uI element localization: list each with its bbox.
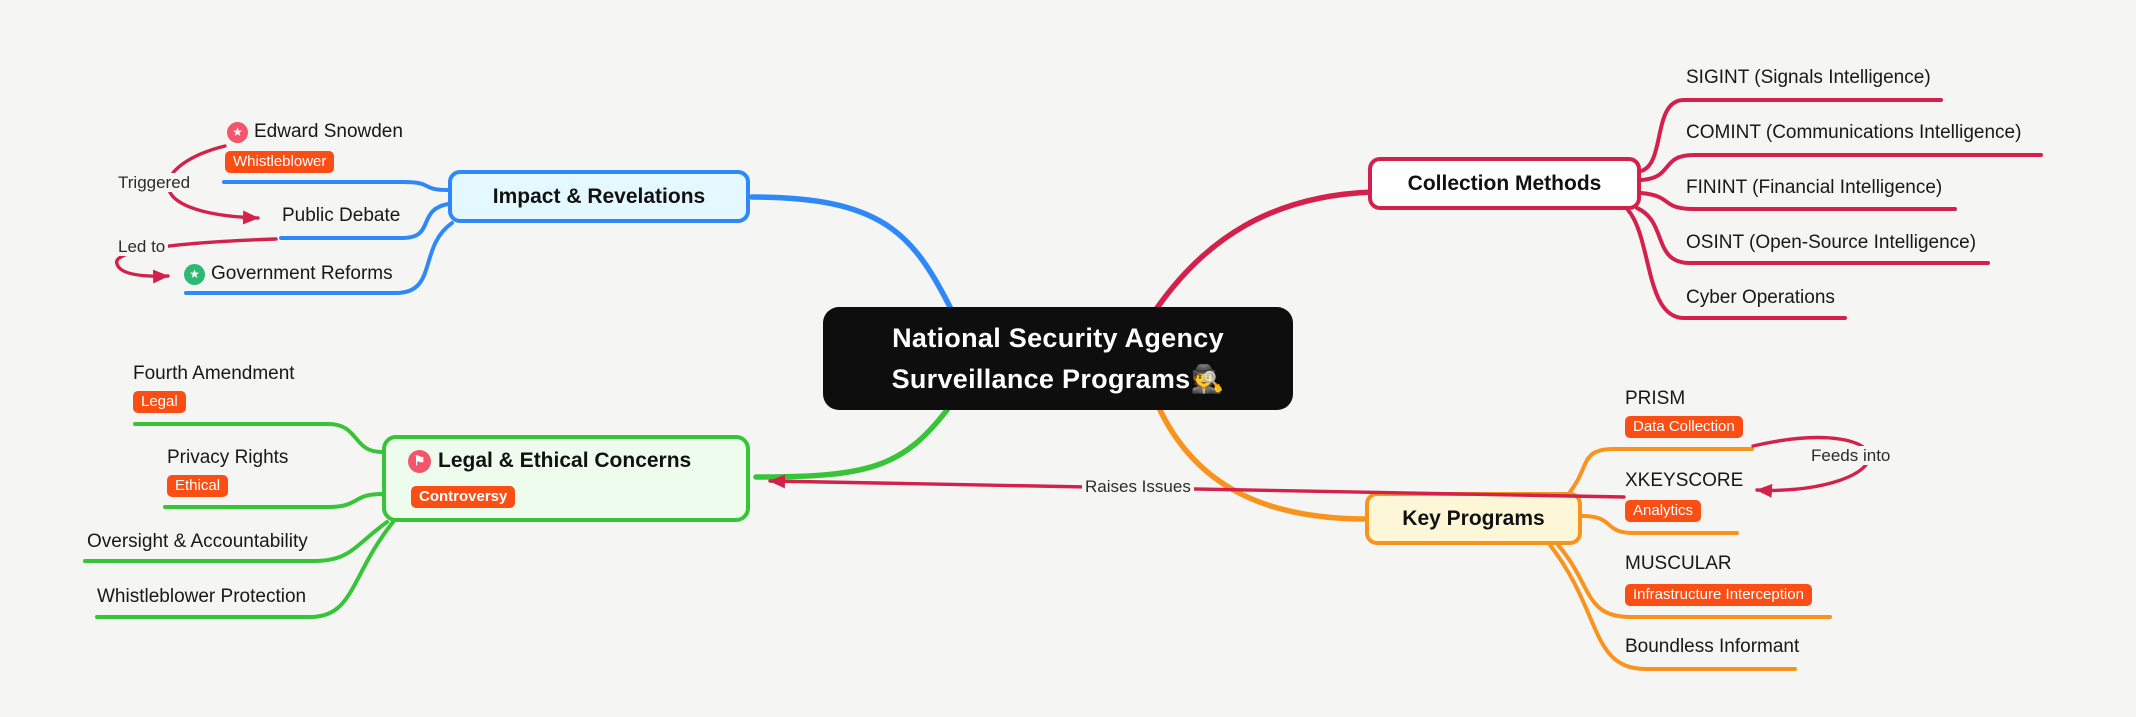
- central-topic-line1: National Security Agency: [892, 322, 1224, 353]
- flag-icon: ⚑: [408, 449, 431, 473]
- child-government-reforms[interactable]: ★ Government Reforms: [184, 263, 393, 285]
- child-public-debate[interactable]: Public Debate: [282, 205, 401, 226]
- node-collection-title: Collection Methods: [1407, 171, 1602, 195]
- child-edward-snowden[interactable]: ★ Edward Snowden: [227, 121, 403, 143]
- child-finint[interactable]: FININT (Financial Intelligence): [1686, 177, 1943, 198]
- child-sigint[interactable]: SIGINT (Signals Intelligence): [1686, 67, 1931, 88]
- relation-label-feeds-into: Feeds into: [1808, 446, 1894, 465]
- child-osint[interactable]: OSINT (Open-Source Intelligence): [1686, 232, 1977, 253]
- relation-label-raises-issues: Raises Issues: [1082, 477, 1194, 496]
- child-xkeyscore[interactable]: XKEYSCORE: [1625, 470, 1744, 491]
- node-legal-ethical-concerns[interactable]: ⚑ Legal & Ethical Concerns Controversy: [382, 435, 750, 522]
- node-key-programs[interactable]: Key Programs: [1365, 492, 1582, 545]
- badge-analytics: Analytics: [1625, 500, 1702, 522]
- star-icon: ★: [184, 263, 205, 285]
- child-privacy-rights[interactable]: Privacy Rights: [167, 447, 289, 468]
- child-boundless-informant[interactable]: Boundless Informant: [1625, 636, 1800, 657]
- child-comint[interactable]: COMINT (Communications Intelligence): [1686, 122, 2022, 143]
- child-cyber-operations[interactable]: Cyber Operations: [1686, 287, 1835, 308]
- badge-controversy: Controversy: [411, 486, 516, 508]
- node-impact-title: Impact & Revelations: [492, 184, 706, 208]
- badge-ethical: Ethical: [167, 475, 229, 497]
- badge-data-collection: Data Collection: [1625, 416, 1743, 438]
- child-muscular[interactable]: MUSCULAR: [1625, 553, 1732, 574]
- badge-whistleblower: Whistleblower: [225, 151, 335, 173]
- badge-infrastructure-interception: Infrastructure Interception: [1625, 584, 1812, 606]
- node-impact-revelations[interactable]: Impact & Revelations: [448, 170, 750, 223]
- node-collection-methods[interactable]: Collection Methods: [1368, 157, 1641, 210]
- child-prism[interactable]: PRISM: [1625, 388, 1686, 409]
- central-topic-line2: Surveillance Programs🕵️: [891, 363, 1225, 394]
- relation-label-led-to: Led to: [115, 237, 169, 256]
- node-legal-title: Legal & Ethical Concerns: [438, 449, 692, 472]
- badge-legal: Legal: [133, 391, 186, 413]
- child-oversight-accountability[interactable]: Oversight & Accountability: [87, 531, 308, 552]
- node-key-title: Key Programs: [1402, 506, 1545, 530]
- child-whistleblower-protection[interactable]: Whistleblower Protection: [97, 586, 307, 607]
- relation-label-triggered: Triggered: [115, 173, 194, 192]
- star-icon: ★: [227, 121, 248, 143]
- central-topic[interactable]: National Security Agency Surveillance Pr…: [823, 307, 1293, 410]
- child-fourth-amendment[interactable]: Fourth Amendment: [133, 363, 295, 384]
